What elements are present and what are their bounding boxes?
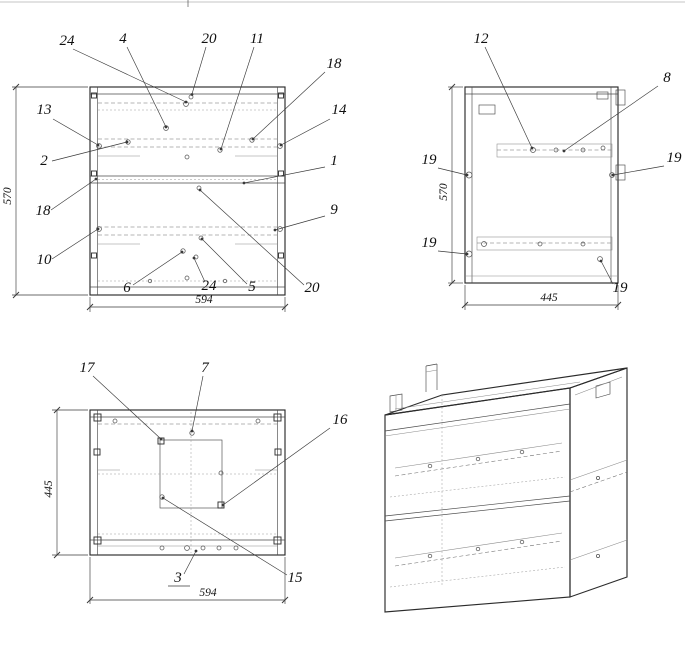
callout-20: 20 bbox=[190, 31, 218, 96]
callout-10: 10 bbox=[37, 227, 100, 268]
dim-label-width: 594 bbox=[195, 294, 213, 306]
callout-label: 6 bbox=[123, 280, 131, 296]
isometric-view bbox=[384, 363, 628, 613]
callout-7: 7 bbox=[190, 360, 210, 433]
sheet-frame bbox=[0, 0, 685, 7]
callout-label: 2 bbox=[40, 153, 48, 169]
callout-13: 13 bbox=[37, 102, 100, 147]
callout-24: 24 bbox=[60, 33, 188, 104]
callout-label: 3 bbox=[173, 570, 182, 586]
callout-label: 13 bbox=[37, 102, 52, 118]
callout-label: 18 bbox=[36, 203, 52, 219]
callout-label: 19 bbox=[613, 280, 629, 296]
callout-11: 11 bbox=[219, 31, 264, 151]
top-dim-depth: 445 bbox=[43, 406, 88, 559]
callout-24-b: 24 bbox=[192, 256, 218, 294]
callout-label: 20 bbox=[305, 280, 321, 296]
callout-12: 12 bbox=[474, 31, 534, 150]
callout-label: 17 bbox=[80, 360, 97, 376]
callout-label: 24 bbox=[202, 278, 218, 294]
callout-18-tr: 18 bbox=[251, 56, 343, 141]
side-callouts: 12 8 19 19 19 19 bbox=[422, 31, 683, 296]
callout-8: 8 bbox=[562, 70, 671, 153]
callout-label: 8 bbox=[663, 70, 671, 86]
callout-19-ll: 19 bbox=[422, 235, 469, 256]
top-dim-width: 594 bbox=[86, 557, 289, 604]
callout-label: 9 bbox=[330, 202, 338, 218]
callout-15: 15 bbox=[161, 496, 304, 586]
callout-label: 16 bbox=[333, 412, 349, 428]
callout-5: 5 bbox=[200, 237, 256, 295]
callout-label: 11 bbox=[250, 31, 264, 47]
dim-label-depth: 445 bbox=[540, 292, 558, 304]
iso-outline bbox=[384, 367, 628, 613]
front-view-body bbox=[89, 86, 286, 296]
callout-3: 3 bbox=[168, 549, 198, 587]
callout-label: 18 bbox=[327, 56, 343, 72]
front-view: 24 4 20 11 18 13 14 2 1 18 9 10 6 24 5 2… bbox=[2, 31, 347, 312]
callout-label: 5 bbox=[248, 279, 256, 295]
callout-6: 6 bbox=[123, 250, 184, 296]
callout-19-r: 19 bbox=[611, 150, 683, 177]
callout-4: 4 bbox=[119, 31, 168, 129]
front-callouts: 24 4 20 11 18 13 14 2 1 18 9 10 6 24 5 2… bbox=[36, 31, 348, 296]
callout-2: 2 bbox=[40, 140, 129, 169]
side-view-body bbox=[464, 86, 626, 284]
callout-label: 19 bbox=[667, 150, 683, 166]
callout-label: 14 bbox=[332, 102, 348, 118]
front-dim-width: 594 bbox=[86, 294, 289, 312]
callout-20-b: 20 bbox=[198, 188, 321, 296]
callout-label: 1 bbox=[330, 153, 338, 169]
dim-label-height: 570 bbox=[438, 183, 450, 201]
front-dim-height: 570 bbox=[2, 83, 88, 299]
callout-17: 17 bbox=[80, 360, 163, 441]
callout-label: 10 bbox=[37, 252, 53, 268]
callout-19-br: 19 bbox=[599, 259, 629, 296]
callout-9: 9 bbox=[273, 202, 338, 232]
callout-label: 19 bbox=[422, 235, 438, 251]
callout-label: 19 bbox=[422, 152, 438, 168]
top-callouts: 17 7 16 3 15 bbox=[80, 360, 349, 587]
dim-label-depth: 445 bbox=[43, 480, 55, 498]
callout-label: 4 bbox=[119, 31, 127, 47]
callout-label: 24 bbox=[60, 33, 76, 49]
dim-label-height: 570 bbox=[2, 187, 14, 205]
side-view: 12 8 19 19 19 19 445 570 bbox=[422, 31, 683, 310]
iso-internal-detail bbox=[389, 376, 628, 588]
dim-label-width: 594 bbox=[199, 587, 217, 599]
side-dim-height: 570 bbox=[438, 83, 463, 287]
callout-18-l: 18 bbox=[36, 177, 98, 219]
callout-label: 7 bbox=[201, 360, 210, 376]
callout-label: 20 bbox=[202, 31, 218, 47]
callout-1: 1 bbox=[242, 153, 338, 185]
callout-16: 16 bbox=[221, 412, 349, 507]
iso-drawer-fronts bbox=[384, 403, 571, 522]
side-dim-depth: 445 bbox=[461, 285, 622, 310]
callout-14: 14 bbox=[279, 102, 348, 147]
top-view: 17 7 16 3 15 594 445 bbox=[43, 360, 348, 604]
callout-label: 12 bbox=[474, 31, 490, 47]
top-view-body bbox=[89, 409, 286, 556]
callout-label: 15 bbox=[288, 570, 304, 586]
callout-19-lu: 19 bbox=[422, 152, 469, 177]
